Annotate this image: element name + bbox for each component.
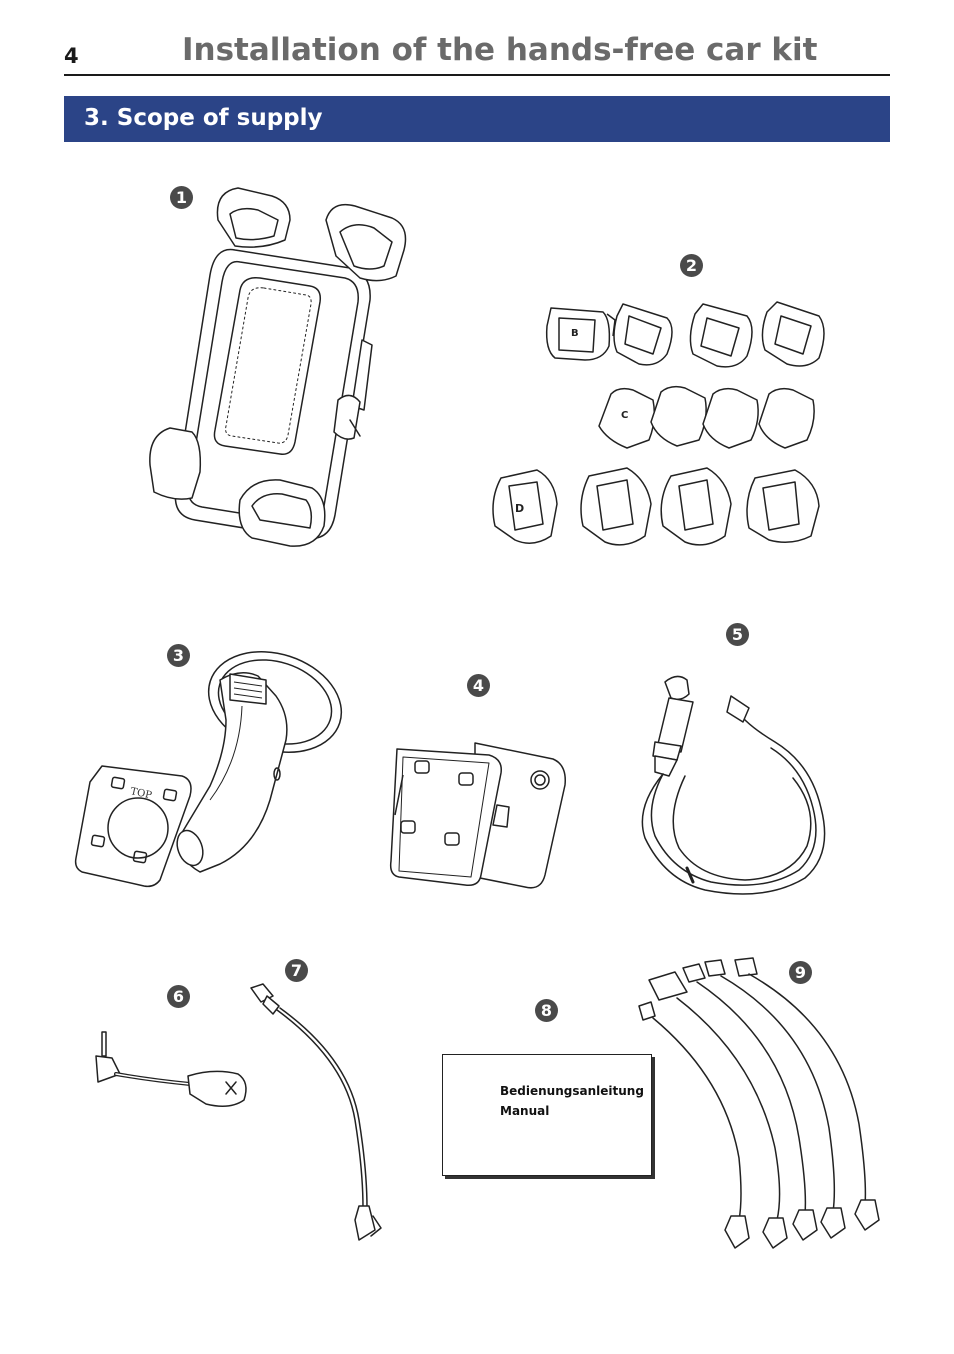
adhesive-mounting-plates-icon [385, 735, 575, 895]
item-number-6: 6 [167, 985, 190, 1008]
clip-letter-c: C [621, 410, 628, 421]
manual-booklet-icon: Bedienungsanleitung Manual [442, 1054, 652, 1176]
page-title: Installation of the hands-free car kit [182, 32, 818, 68]
adapter-clips-set-icon: B C D [485, 290, 835, 560]
clip-letter-d: D [515, 502, 524, 515]
item-number-1: 1 [170, 186, 193, 209]
mount-plate-top-label: TOP [129, 786, 153, 801]
item-number-8: 8 [535, 999, 558, 1022]
page-header: 4 Installation of the hands-free car kit [64, 30, 890, 76]
clip-letter-b: B [571, 328, 579, 339]
suction-cup-mount-icon: TOP [70, 640, 350, 890]
section-title: 3. Scope of supply [84, 105, 323, 131]
cigarette-lighter-cable-icon [625, 668, 835, 908]
page-number: 4 [64, 44, 79, 68]
phone-adapter-cables-icon [635, 958, 885, 1253]
item-number-3: 3 [167, 644, 190, 667]
connection-cable-icon [245, 980, 390, 1245]
manual-title-german: Bedienungsanleitung [500, 1084, 644, 1098]
section-heading-bar: 3. Scope of supply [64, 96, 890, 142]
item-number-7: 7 [285, 959, 308, 982]
item-number-9: 9 [789, 961, 812, 984]
phone-holder-cradle-icon [140, 180, 420, 555]
microphone-icon [90, 1030, 250, 1115]
item-number-5: 5 [726, 623, 749, 646]
item-number-4: 4 [467, 674, 490, 697]
item-number-2: 2 [680, 254, 703, 277]
manual-title-english: Manual [500, 1104, 550, 1118]
